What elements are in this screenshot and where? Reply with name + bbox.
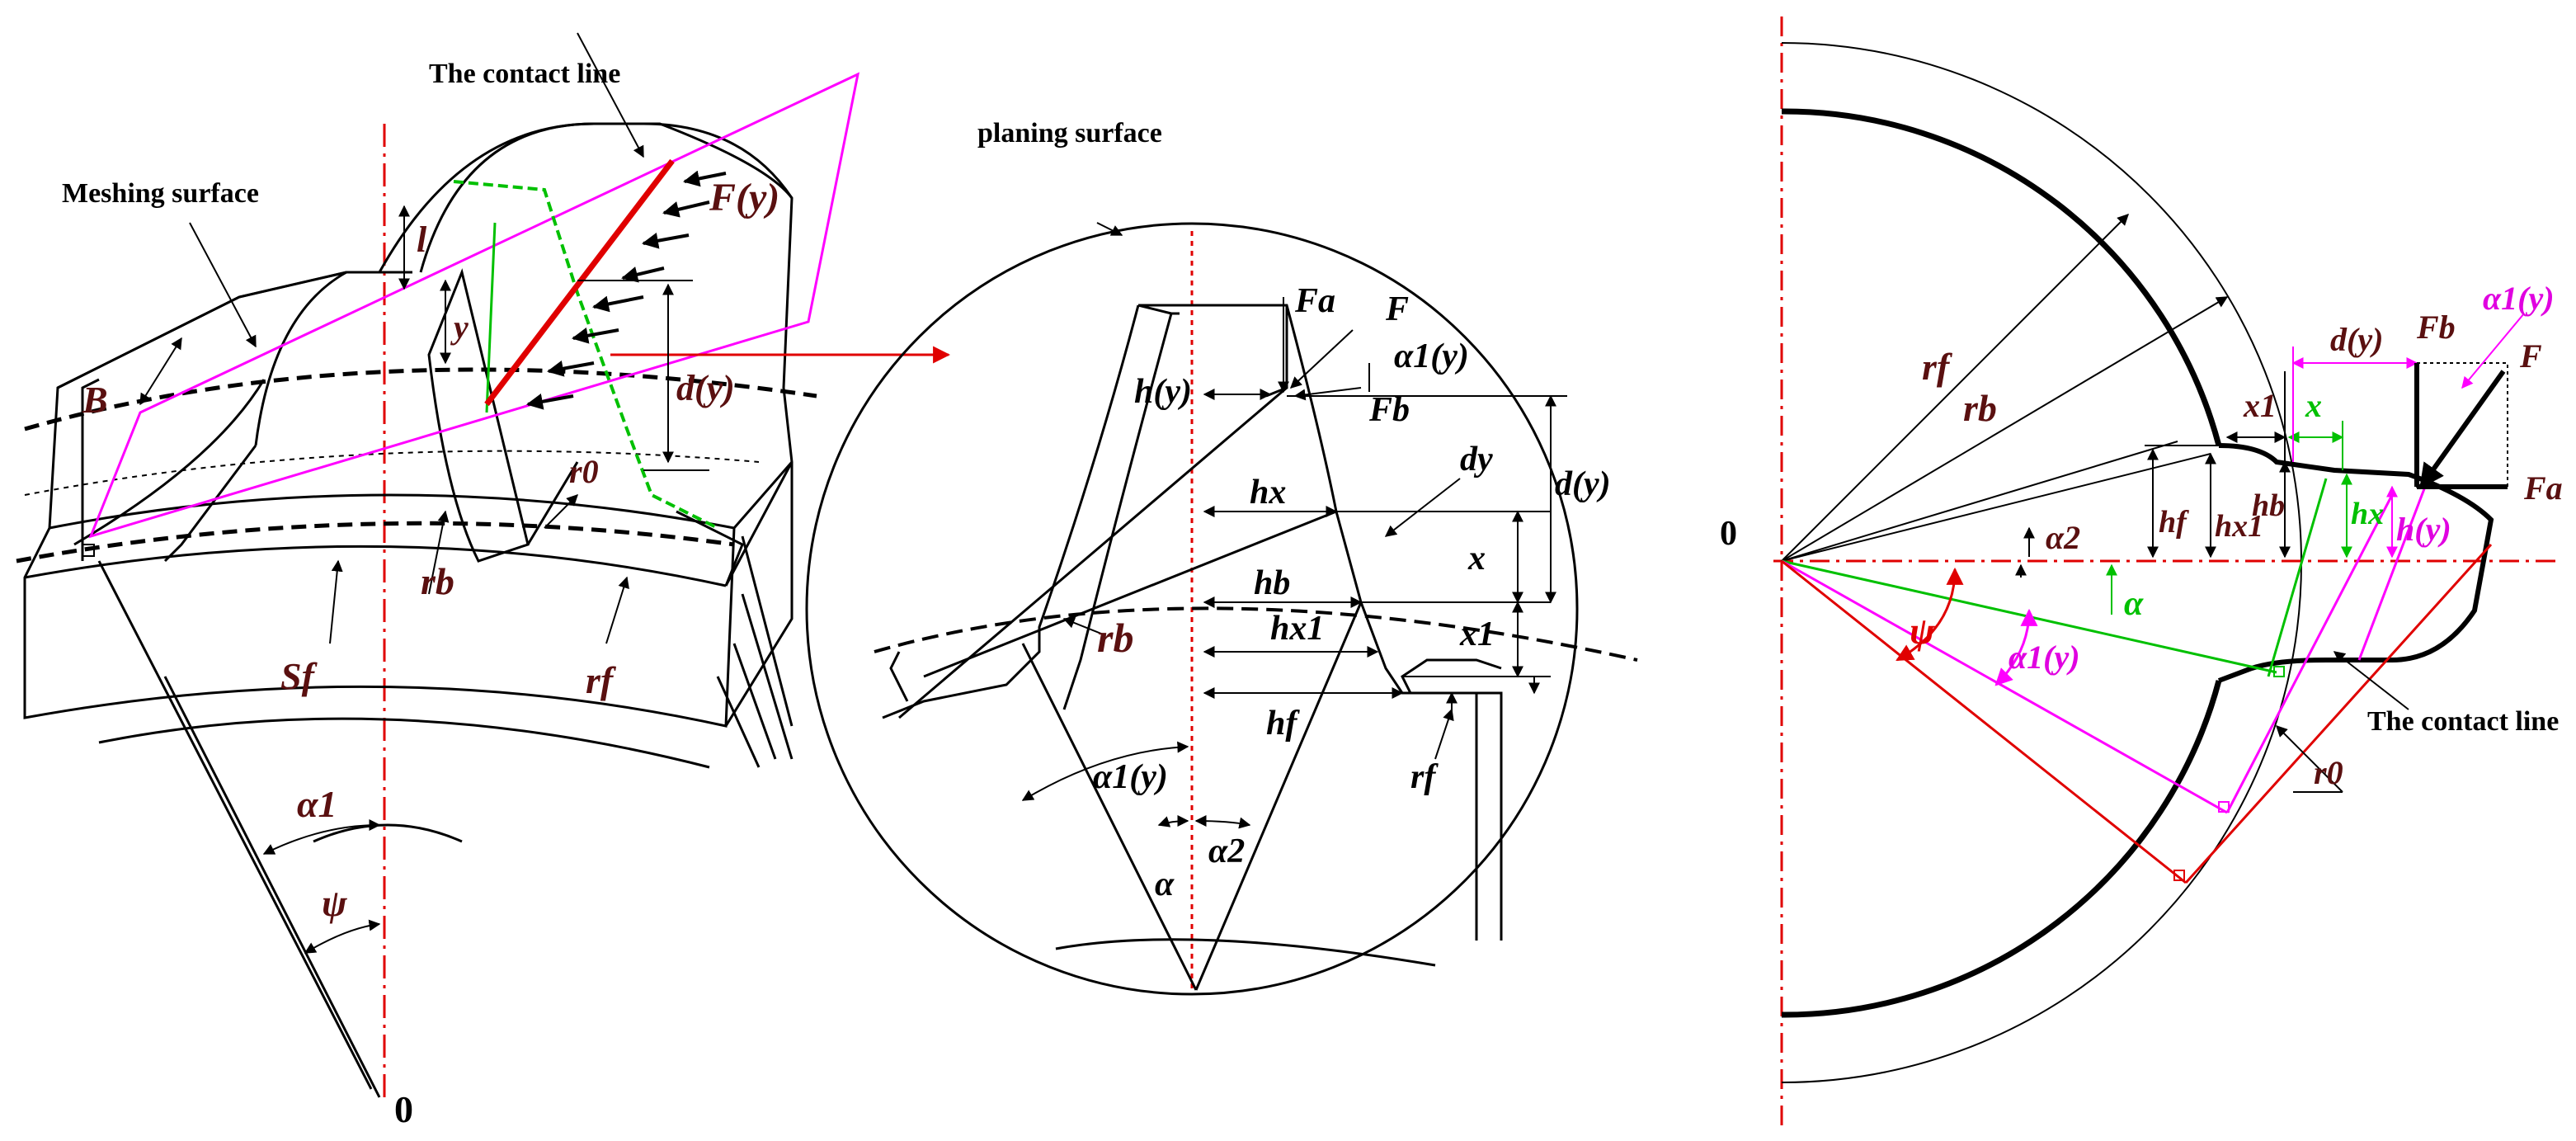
- right-contact-line-label: The contact line: [2367, 706, 2559, 737]
- label-origin-left: 0: [394, 1088, 413, 1130]
- label-hx1-mid: hx1: [1270, 610, 1324, 648]
- left-panel: [16, 32, 951, 1098]
- label-origin-right: 0: [1720, 515, 1737, 553]
- label-hb-right: hb: [2252, 488, 2285, 523]
- label-alpha1y-right: α1(y): [2009, 639, 2080, 676]
- label-rf-right: rf: [1922, 346, 1953, 388]
- label-d-y-mid: d(y): [1555, 465, 1611, 503]
- label-hb-mid: hb: [1254, 564, 1290, 602]
- label-r0-right: r0: [2314, 754, 2343, 791]
- label-x1-right: x1: [2243, 387, 2277, 424]
- label-hf-mid: hf: [1266, 705, 1300, 743]
- label-alpha1y-bottom-mid: α1(y): [1093, 758, 1168, 796]
- label-Fa-mid: Fa: [1294, 282, 1335, 320]
- right-panel-labels: 0 rf rb x1 x d(y) Fb α1(y) F Fa hf hx1 h…: [1720, 280, 2563, 791]
- label-alpha-right: α: [2124, 585, 2144, 623]
- label-h-y-mid: h(y): [1134, 373, 1192, 411]
- label-rb-right: rb: [1963, 387, 1997, 429]
- label-Fb-right: Fb: [2416, 309, 2456, 346]
- label-x-mid: x: [1467, 540, 1486, 578]
- label-psi-right: ψ: [1910, 610, 1936, 652]
- label-alpha1y-top-mid: α1(y): [1394, 337, 1469, 375]
- red-radius: [1781, 559, 2187, 884]
- label-F-mid: F: [1385, 290, 1409, 328]
- label-rb: rb: [421, 560, 454, 602]
- label-alpha-mid: α: [1155, 865, 1175, 903]
- left-panel-labels: The contact line Meshing surface F(y) l …: [62, 59, 779, 1130]
- label-hx-right: hx: [2351, 497, 2384, 531]
- middle-panel: [805, 222, 1638, 996]
- label-alpha2-mid: α2: [1208, 832, 1245, 870]
- magenta-radius: [1781, 559, 2228, 814]
- label-alpha1: α1: [297, 783, 337, 825]
- label-y: y: [450, 309, 469, 346]
- planing-surface-label: planing surface: [977, 118, 1162, 149]
- label-rb-mid: rb: [1097, 615, 1133, 661]
- label-alpha1y-top-right: α1(y): [2483, 280, 2555, 317]
- label-Fb-mid: Fb: [1368, 391, 1410, 429]
- red-tangent: [2184, 543, 2493, 884]
- contact-line: [484, 158, 675, 407]
- label-alpha2-right: α2: [2046, 519, 2080, 556]
- label-rf-mid: rf: [1410, 758, 1439, 796]
- middle-panel-labels: planing surface Fa F α1(y) h(y) Fb dy d(…: [977, 118, 1611, 903]
- right-panel: [1773, 17, 2557, 1130]
- label-d-y-right: d(y): [2330, 321, 2383, 358]
- planing-surface-circle: [805, 222, 1579, 996]
- label-rf: rf: [586, 659, 617, 701]
- label-Fa-right: Fa: [2523, 469, 2563, 507]
- contact-line-label: The contact line: [429, 59, 620, 89]
- label-d-y: d(y): [676, 368, 735, 408]
- label-x-right: x: [2305, 387, 2322, 424]
- label-l: l: [417, 219, 427, 260]
- label-psi: ψ: [322, 882, 348, 924]
- meshing-surface-plane: [88, 72, 860, 539]
- label-B: B: [82, 379, 108, 421]
- label-hf-right: hf: [2159, 505, 2189, 540]
- root-circle: [1781, 108, 2222, 446]
- label-Sf: Sf: [280, 655, 318, 697]
- label-h-y-right: h(y): [2396, 511, 2451, 548]
- label-x1-mid: x1: [1459, 615, 1495, 653]
- label-r0: r0: [569, 453, 599, 490]
- label-dy-mid: dy: [1460, 441, 1493, 479]
- label-hx-mid: hx: [1250, 474, 1286, 512]
- gear-block-outline: [23, 122, 794, 728]
- meshing-surface-label: Meshing surface: [62, 178, 259, 209]
- label-F-y: F(y): [709, 176, 779, 219]
- label-hx1-right: hx1: [2215, 509, 2263, 544]
- label-F-right: F: [2519, 337, 2542, 375]
